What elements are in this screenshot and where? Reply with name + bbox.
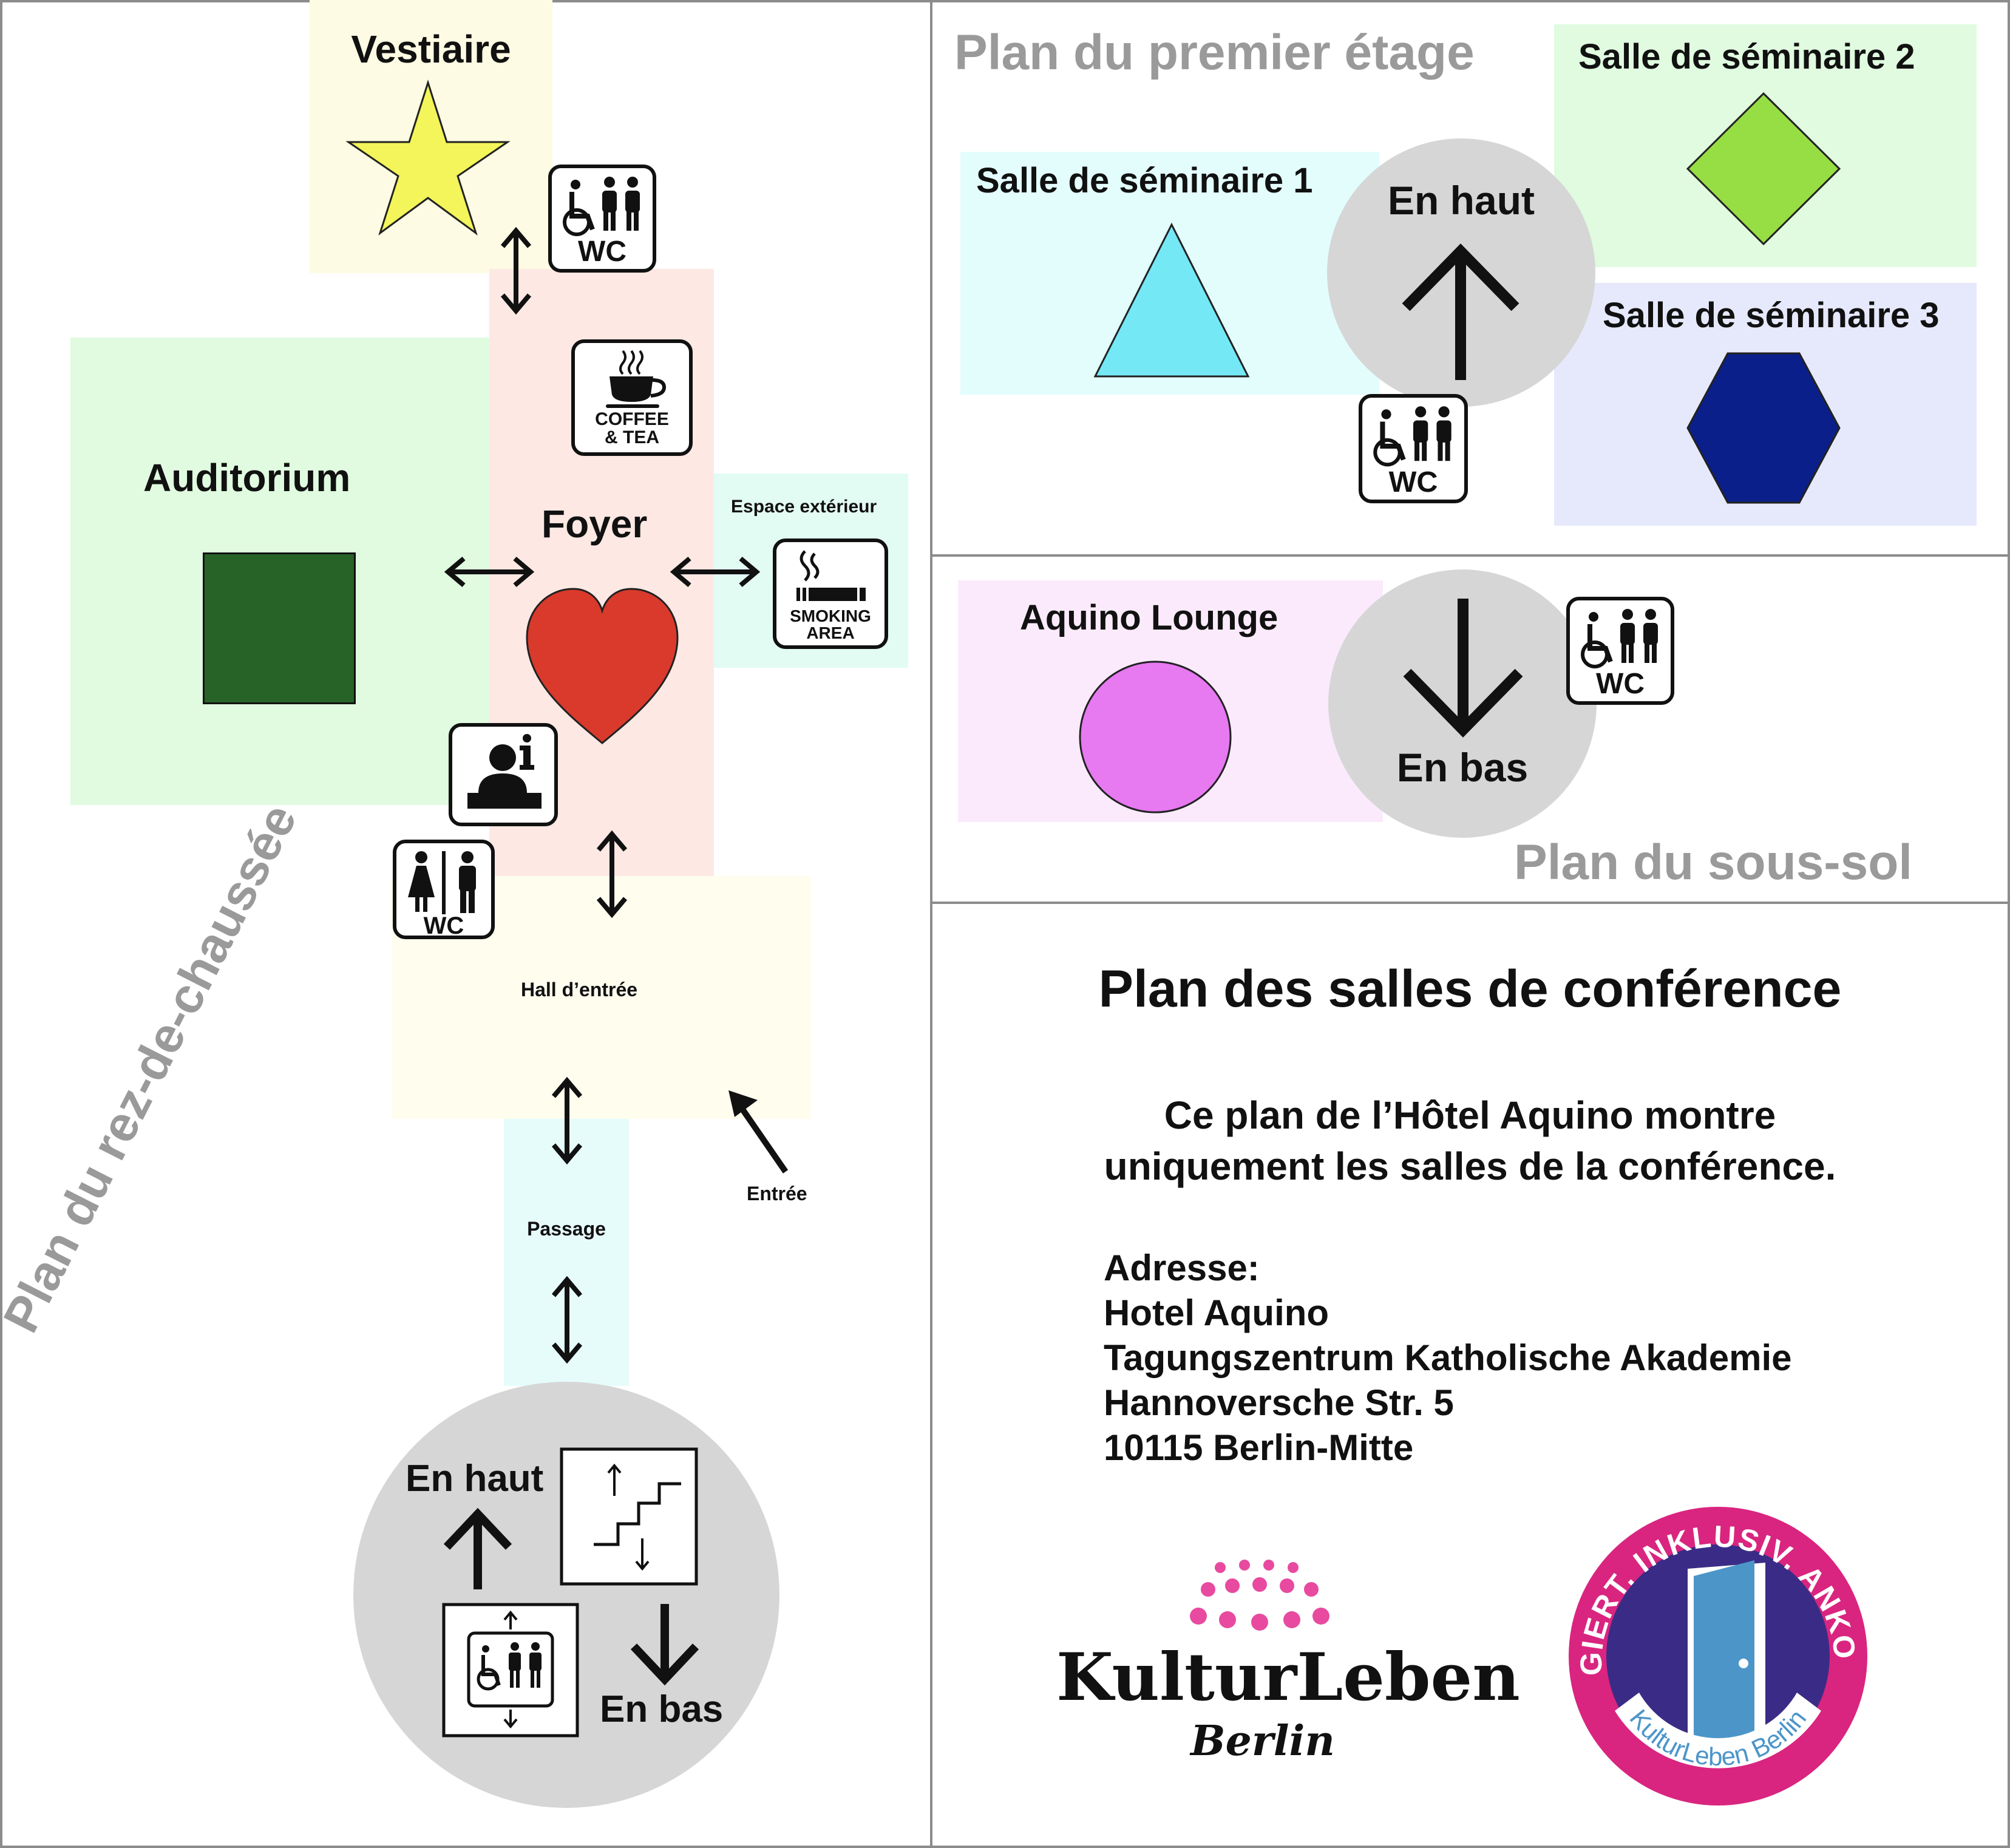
wc-accessible-icon: WC: [548, 165, 656, 273]
address-label: Adresse:: [1104, 1248, 1260, 1288]
lounge-label: Aquino Lounge: [1020, 598, 1278, 637]
outer-border-left: [0, 0, 2, 1848]
seminaire3-label: Salle de séminaire 3: [1603, 296, 1940, 335]
entrance-arrow-icon: [728, 1090, 789, 1174]
foyer-hall-arrow-icon: [596, 830, 628, 919]
address-line-4: 10115 Berlin-Mitte: [1104, 1427, 1414, 1468]
first-floor-title: Plan du premier étage: [954, 25, 1475, 80]
seminaire1-label: Salle de séminaire 1: [976, 161, 1313, 200]
ground-up-arrow-icon: [443, 1507, 512, 1589]
basement-down-arrow-icon: [1403, 599, 1523, 738]
horizontal-divider-top: [930, 554, 2010, 557]
star-icon: [346, 80, 510, 236]
ground-en-haut-label: En haut: [406, 1458, 544, 1500]
vertical-divider: [930, 0, 932, 1848]
diamond-icon: [1686, 92, 1841, 246]
smoking-label-line1: SMOKING: [790, 606, 871, 625]
espace-exterieur-label: Espace extérieur: [731, 497, 877, 517]
first-floor-wc-label: WC: [1389, 466, 1438, 498]
coffee-label-line2: & TEA: [605, 427, 659, 447]
seminaire2-label: Salle de séminaire 2: [1578, 37, 1915, 76]
horizontal-divider-bottom: [930, 902, 2010, 904]
kulturleben-city: Berlin: [1190, 1717, 1335, 1765]
basement-wc-accessible-icon: WC: [1566, 597, 1674, 705]
outer-border-right: [2008, 0, 2010, 1848]
hall-label: Hall d’entrée: [521, 979, 638, 1000]
engagiert-badge-logo: ENGAGIERT. INKLUSIV. ANKOMMEN. KulturLeb…: [1566, 1504, 1867, 1806]
auditorium-label: Auditorium: [143, 456, 351, 500]
basement-en-bas-label: En bas: [1396, 745, 1529, 790]
foyer-exterieur-arrow-icon: [670, 556, 761, 588]
hexagon-icon: [1686, 352, 1841, 504]
info-description-line2: uniquement les salles de la conférence.: [1104, 1144, 1836, 1188]
info-heading: Plan des salles de conférence: [1098, 960, 1842, 1018]
auditorium-square-icon: [203, 552, 356, 704]
coffee-label-line1: COFFEE: [595, 409, 669, 429]
smoking-label-line2: AREA: [806, 623, 854, 642]
kulturleben-dots-icon: [1190, 1560, 1329, 1631]
ground-floor-title: Plan du rez-de-chaussée: [0, 795, 308, 1341]
first-floor-wc-accessible-icon: WC: [1359, 394, 1468, 503]
hall-passage-arrow-icon: [551, 1076, 583, 1165]
heart-icon: [526, 588, 679, 744]
address-line-2: Tagungszentrum Katholische Akademie: [1104, 1337, 1792, 1378]
passage-stairs-arrow-icon: [551, 1276, 583, 1364]
vestiaire-foyer-arrow-icon: [500, 226, 532, 315]
ground-en-bas-label: En bas: [600, 1688, 724, 1730]
stairs-icon: [560, 1447, 698, 1586]
basement-wc-label: WC: [1596, 668, 1645, 700]
smoking-area-icon: SMOKING AREA: [773, 538, 888, 649]
auditorium-foyer-arrow-icon: [444, 556, 535, 588]
ground-down-arrow-icon: [630, 1604, 699, 1686]
triangle-icon: [1093, 222, 1250, 378]
lounge-circle-icon: [1079, 661, 1232, 814]
first-floor-up-arrow-icon: [1402, 243, 1519, 380]
basement-title: Plan du sous-sol: [1514, 835, 1913, 890]
wc-accessible-label: WC: [578, 236, 626, 268]
kulturleben-name: KulturLeben: [1056, 1639, 1520, 1716]
coffee-tea-icon: COFFEE & TEA: [571, 339, 693, 456]
info-description-line1: Ce plan de l’Hôtel Aquino montre: [1164, 1093, 1776, 1137]
information-desk-icon: [449, 723, 558, 826]
wc-men-women-icon: WC: [393, 840, 495, 939]
stairs-lift-circle: [353, 1382, 779, 1808]
outer-border-top: [0, 0, 2010, 2]
foyer-label: Foyer: [542, 502, 648, 546]
first-floor-en-haut-label: En haut: [1388, 178, 1535, 223]
entree-label: Entrée: [747, 1183, 807, 1204]
address-line-3: Hannoversche Str. 5: [1104, 1382, 1454, 1423]
elevator-icon: [442, 1603, 579, 1738]
passage-label: Passage: [527, 1218, 606, 1240]
vestiaire-label: Vestiaire: [351, 27, 511, 71]
outer-border-bottom: [0, 1846, 2010, 1848]
wc-men-women-label: WC: [424, 912, 464, 939]
address-line-1: Hotel Aquino: [1104, 1293, 1329, 1333]
